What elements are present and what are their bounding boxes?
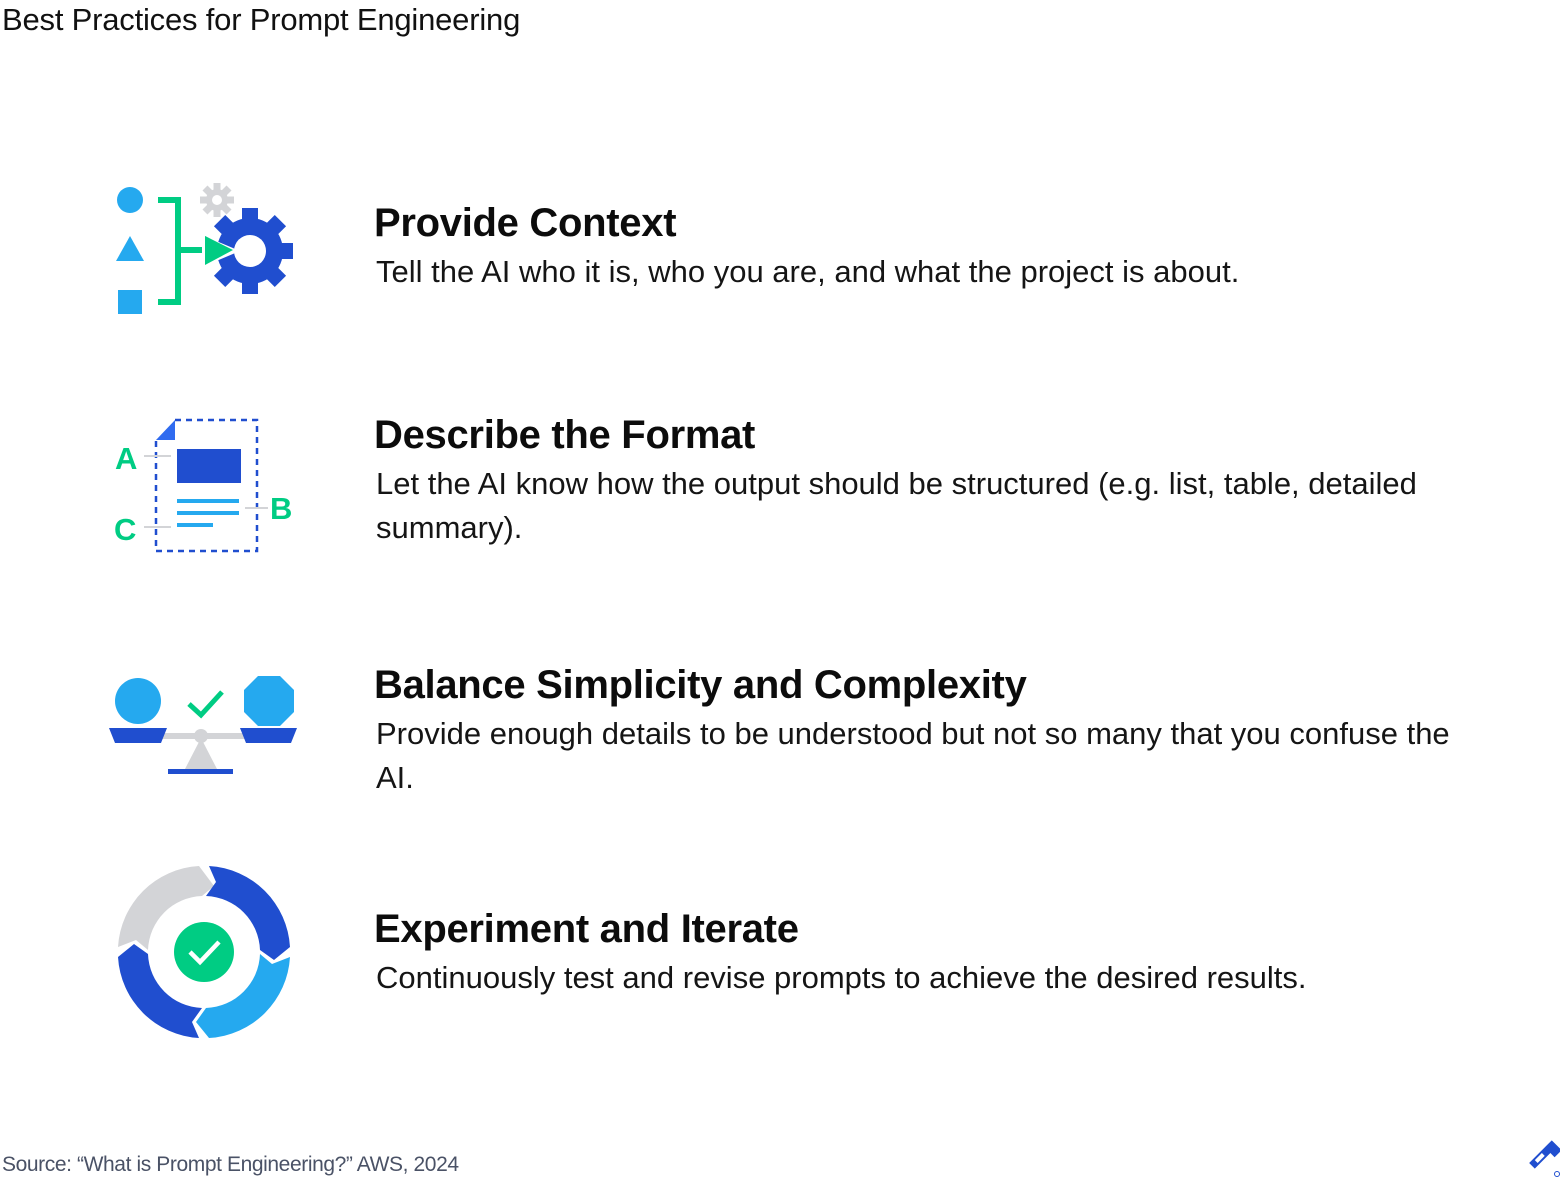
source-citation: Source: “What is Prompt Engineering?” AW… xyxy=(2,1153,459,1176)
practice-description: Let the AI know how the output should be… xyxy=(376,466,1417,545)
practice-heading: Balance Simplicity and Complexity xyxy=(374,663,1027,707)
label-b: B xyxy=(270,491,292,526)
iterate-cycle-icon xyxy=(105,862,300,1047)
practice-heading: Experiment and Iterate xyxy=(374,907,799,951)
practice-description: Continuously test and revise prompts to … xyxy=(376,960,1307,995)
practice-description: Provide enough details to be understood … xyxy=(376,716,1450,795)
practice-heading: Provide Context xyxy=(374,201,677,245)
practice-heading: Describe the Format xyxy=(374,413,756,457)
page-title: Best Practices for Prompt Engineering xyxy=(2,2,521,37)
label-a: A xyxy=(115,441,137,476)
document-format-icon: A B C xyxy=(105,412,300,562)
label-c: C xyxy=(114,512,136,547)
toptal-logo-icon xyxy=(1527,1136,1560,1180)
practice-description: Tell the AI who it is, who you are, and … xyxy=(376,254,1240,289)
context-gear-icon xyxy=(105,180,300,320)
balance-scale-icon xyxy=(105,672,300,782)
